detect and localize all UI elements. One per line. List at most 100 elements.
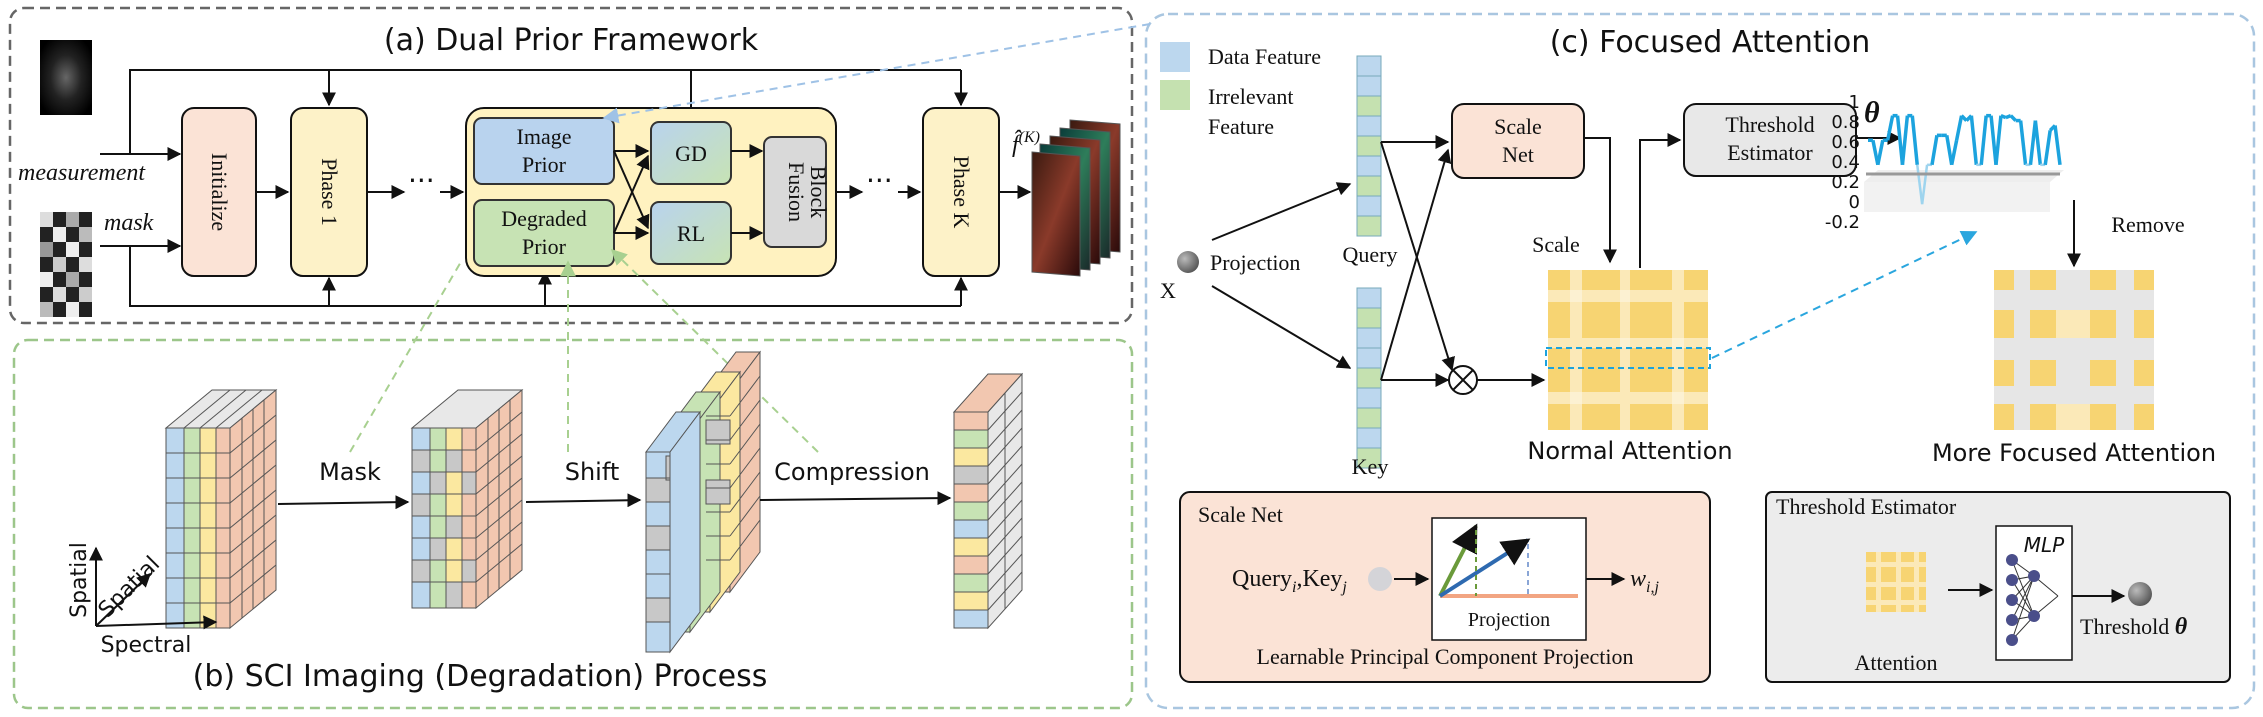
threshold-output-node [2128,582,2152,606]
curve-layer [1868,113,2062,205]
panel-a: (a) Dual Prior Framework measurement mas… [8,6,1134,325]
projection-box-label: Projection [1468,609,1550,631]
legend-irrelevant-line1: Irrelevant [1208,84,1294,109]
panel-c-border [1144,12,2256,710]
scale-net-detail: Scale Net Queryi,Keyj Projection wi,j Le… [1179,491,1711,683]
legend-data-label: Data Feature [1208,44,1321,69]
remove-label: Remove [2111,212,2184,237]
y-tick-labels: 1 0.8 0.6 0.4 0.2 0 -0.2 [1825,92,1860,233]
curve-segment [2033,120,2043,166]
threshold-line1: Threshold [1725,112,1814,137]
theta-label: θ [1864,96,1880,129]
shifted-cube [645,350,761,654]
fusion-block [763,136,827,248]
curve-segment [1900,115,1910,166]
key-label: Key [1352,454,1389,479]
normal-attention-label: Normal Attention [1527,437,1732,465]
normal-attention-map [1545,270,1711,430]
threshold-plot: 1 0.8 0.6 0.4 0.2 0 -0.2 [1825,92,2064,233]
masked-cube [410,388,524,610]
gd-label: GD [675,141,707,166]
threshold-estimator-block [1683,103,1857,177]
threshold-output-label: Threshold θ [2080,614,2188,640]
degraded-prior-line1: Degraded [501,206,587,231]
panel-a-border [8,6,1134,325]
legend-irrelevant-swatch [1160,80,1190,110]
legend-data-swatch [1160,42,1190,72]
y-tick-08: 0.8 [1831,112,1860,133]
scale-net-block [1451,103,1585,179]
scale-net-input-node [1368,567,1392,591]
curve-segment [1949,139,1959,166]
scale-net-output: wi,j [1630,566,1659,596]
gd-block [650,121,732,185]
curve-segment [2053,125,2062,166]
measurement-image [40,40,92,115]
axis-spatial-vertical: Spatial [67,542,92,618]
curve-segment [2043,130,2052,166]
more-focused-label: More Focused Attention [1932,439,2216,467]
panel-a-title: (a) Dual Prior Framework [384,23,759,58]
curve-segment [2005,114,2012,120]
scale-net-input: Queryi,Keyj [1232,566,1347,596]
mask-label: mask [104,210,154,236]
image-prior-line2: Prior [522,152,567,177]
y-tick-02: 0.2 [1831,172,1860,193]
fusion-line1: Fusion [784,162,809,222]
query-label: Query [1343,242,1398,267]
y-tick-06: 0.6 [1831,132,1860,153]
panel-b: (b) SCI Imaging (Degradation) Process [12,248,1134,710]
scale-net-detail-title: Scale Net [1198,502,1283,527]
curve-segment [1876,139,1885,166]
input-x-label: X [1160,278,1176,303]
scale-net-line1: Scale [1494,114,1542,139]
selected-row-highlight [1545,347,1711,369]
dots-2: ··· [866,164,893,197]
y-tick-1: 1 [1849,92,1860,113]
input-x-node [1177,251,1199,273]
measurement-label: measurement [18,160,146,186]
legend-irrelevant-line2: Feature [1208,114,1274,139]
curve-segment [1920,164,1929,205]
axis-spectral: Spectral [101,633,192,658]
y-tick-04: 0.4 [1831,152,1860,173]
compression-step-label: Compression [774,458,930,486]
curve-segment [1915,164,1924,205]
initialize-label: Initialize [207,153,232,231]
panel-c: (c) Focused Attention Data Feature Irrel… [602,12,2256,710]
focused-attention-map [1994,270,2154,430]
y-tick-neg02: -0.2 [1825,212,1860,233]
curve-segment [1910,115,1919,166]
dots-1: ··· [408,164,435,197]
curve-segment [1960,114,1968,122]
curve-segment [2018,120,2028,166]
mlp-label: MLP [2024,533,2065,557]
curve-segment [1885,115,1895,141]
projection-label: Projection [1210,250,1300,275]
y-tick-0: 0 [1849,192,1860,213]
threshold-line2: Estimator [1727,140,1813,165]
mask-step-label: Mask [319,458,381,486]
degraded-prior-line2: Prior [522,234,567,259]
curve-segment [1994,115,2003,166]
compressed-measurement [952,372,1024,630]
curve-segment [1979,115,1988,166]
curve-segment [2000,114,2007,120]
query-vector [1356,55,1382,237]
scale-net-line2: Net [1502,142,1534,167]
threshold-estimator-detail: Threshold Estimator Attention MLP [1765,491,2231,683]
shift-step-label: Shift [565,458,620,486]
panel-b-border [12,338,1134,710]
phaseK-label: Phase K [949,156,974,229]
threshold-detail-title: Threshold Estimator [1776,494,1957,519]
key-vector [1356,287,1382,469]
image-prior-line1: Image [517,124,572,149]
output-label: f̂(K) [1012,129,1040,158]
curve-segment [1945,135,1954,166]
curve-segment [1969,115,1979,166]
curve-segment [1930,135,1939,166]
scale-net-caption: Learnable Principal Component Projection [1257,644,1634,669]
curve-segment [2009,114,2017,122]
phase1-label: Phase 1 [317,158,342,226]
